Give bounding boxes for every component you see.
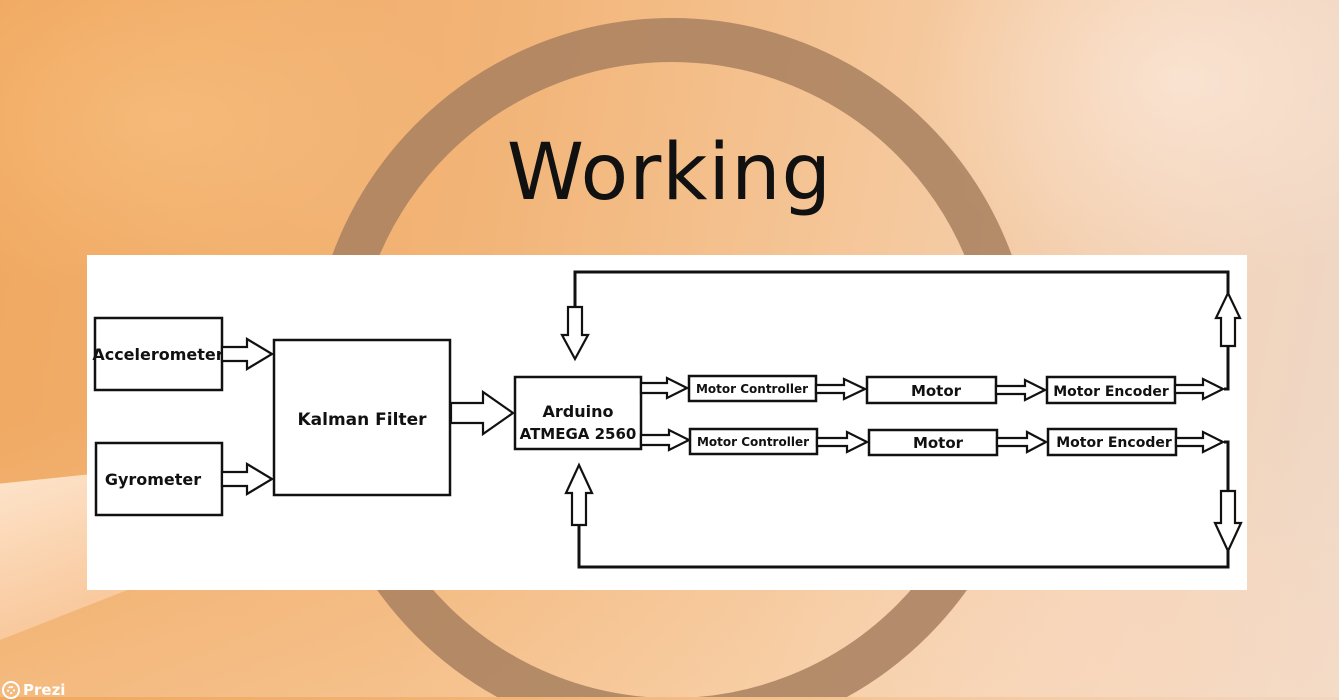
feedback-line-top <box>573 270 1230 391</box>
arrow-controller-to-motor-top <box>814 377 868 401</box>
slide-title: Working <box>506 128 833 218</box>
arduino-label-line2: ATMEGA 2560 <box>520 425 637 443</box>
motor-encoder-top-label: Motor Encoder <box>1053 384 1169 400</box>
gyrometer-label: Gyrometer <box>105 470 201 489</box>
accelerometer-label: Accelerometer <box>92 345 223 364</box>
arrow-controller-to-motor-bottom <box>815 430 870 454</box>
block-diagram: Accelerometer Gyrometer Kalman Filter Ar… <box>92 270 1243 569</box>
arrow-accelerometer-to-kalman <box>220 337 275 371</box>
arrow-arduino-to-controller-bottom <box>639 428 692 452</box>
arrow-feedback-up-right <box>1214 290 1242 348</box>
block-diagram-panel: Accelerometer Gyrometer Kalman Filter Ar… <box>87 255 1247 590</box>
arrow-motor-to-encoder-top <box>994 378 1048 402</box>
prezi-logo-text: Prezi <box>23 681 66 699</box>
motor-top-label: Motor <box>911 382 962 400</box>
gyrometer-block: Gyrometer <box>94 441 224 517</box>
arduino-block: Arduino ATMEGA 2560 <box>513 375 643 451</box>
accelerometer-block: Accelerometer <box>92 316 224 392</box>
motor-encoder-bottom-block: Motor Encoder <box>1046 427 1178 457</box>
arrow-encoder-to-feedback-top <box>1173 377 1226 401</box>
arrow-motor-to-encoder-bottom <box>995 430 1049 454</box>
arrow-feedback-down-right <box>1213 489 1243 554</box>
motor-controller-top-block: Motor Controller <box>687 374 818 403</box>
motor-top-block: Motor <box>865 375 998 405</box>
kalman-filter-label: Kalman Filter <box>298 410 428 430</box>
motor-bottom-block: Motor <box>867 428 999 457</box>
motor-controller-bottom-block: Motor Controller <box>688 427 819 456</box>
arrow-arduino-to-controller-top <box>639 376 690 400</box>
prezi-logo: Prezi <box>2 680 65 700</box>
kalman-filter-block: Kalman Filter <box>272 338 452 497</box>
arrow-gyrometer-to-kalman <box>220 462 275 496</box>
arduino-label-line1: Arduino <box>543 402 614 421</box>
arrow-encoder-to-feedback-bottom <box>1174 430 1226 454</box>
arrow-feedback-up-left <box>564 462 594 527</box>
arrow-kalman-to-arduino <box>449 389 515 437</box>
motor-encoder-bottom-label: Motor Encoder <box>1056 435 1172 451</box>
motor-controller-bottom-label: Motor Controller <box>697 435 809 449</box>
motor-bottom-label: Motor <box>913 434 964 452</box>
feedback-line-bottom <box>577 440 1230 569</box>
prezi-logo-icon <box>2 681 20 699</box>
motor-controller-top-label: Motor Controller <box>696 382 808 396</box>
arrow-feedback-down-left <box>560 305 590 362</box>
motor-encoder-top-block: Motor Encoder <box>1045 375 1177 405</box>
